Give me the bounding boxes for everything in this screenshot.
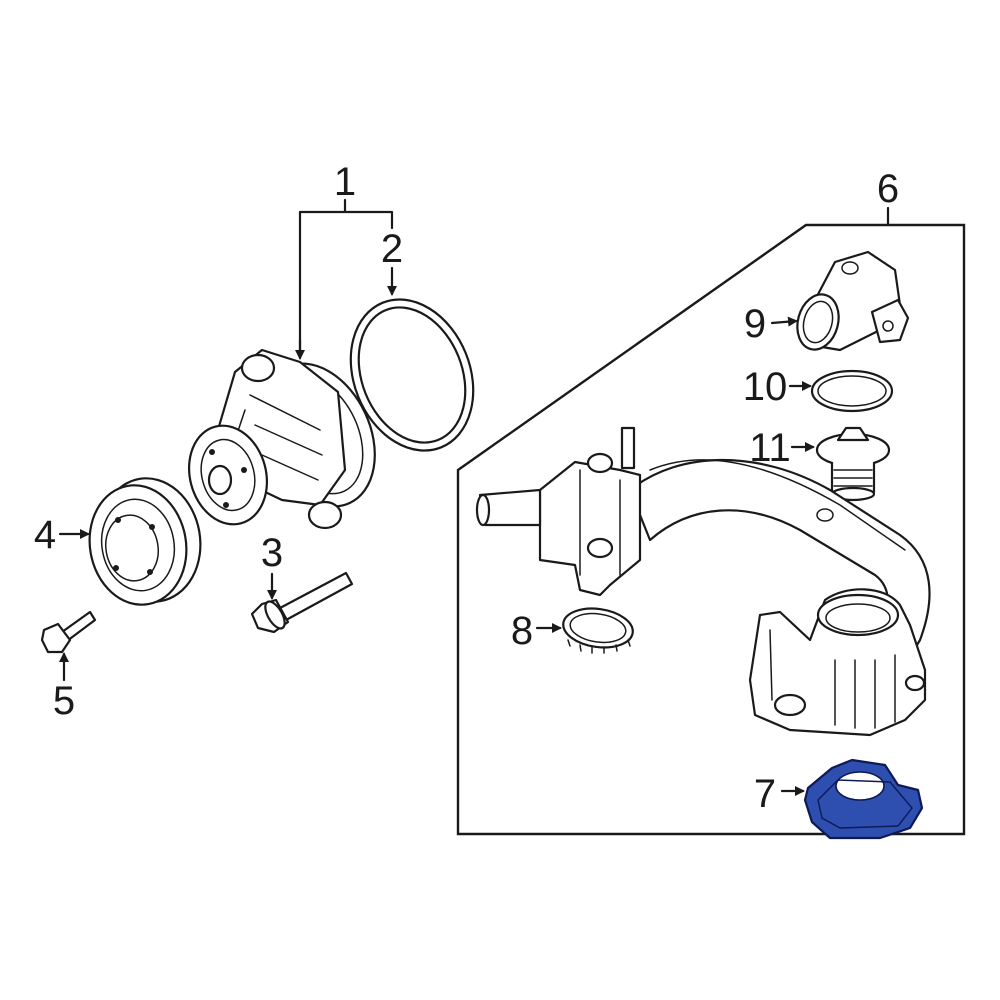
- callout-9[interactable]: 9: [744, 302, 798, 346]
- callout-6[interactable]: 6: [877, 167, 899, 227]
- pipe-seal-ring[interactable]: [561, 604, 636, 654]
- callout-5-label: 5: [53, 679, 75, 723]
- callout-4[interactable]: 4: [34, 513, 90, 557]
- callout-8-label: 8: [511, 609, 533, 653]
- thermostat-o-ring[interactable]: [810, 369, 894, 413]
- callout-7[interactable]: 7: [754, 772, 805, 816]
- water-pump-pulley[interactable]: [80, 470, 210, 612]
- callout-6-label: 6: [877, 167, 899, 211]
- callout-1-label: 1: [334, 160, 356, 204]
- short-bolt[interactable]: [40, 610, 97, 654]
- callout-7-label: 7: [754, 772, 776, 816]
- callout-2[interactable]: 2: [381, 227, 403, 296]
- callout-10-label: 10: [743, 365, 788, 409]
- coolant-pipe-assembly[interactable]: [475, 426, 931, 737]
- callout-4-label: 4: [34, 513, 56, 557]
- callout-3-label: 3: [261, 531, 283, 575]
- callout-8[interactable]: 8: [511, 609, 562, 653]
- water-pump-gasket[interactable]: [329, 281, 495, 469]
- callout-10[interactable]: 10: [743, 365, 812, 409]
- water-pump[interactable]: [178, 345, 396, 533]
- callout-1[interactable]: 1: [295, 160, 394, 360]
- housing-gasket-highlighted[interactable]: [803, 758, 924, 840]
- callout-9-label: 9: [744, 302, 766, 346]
- thermostat[interactable]: [815, 426, 891, 502]
- callout-3[interactable]: 3: [261, 531, 283, 600]
- assembly-frame: [456, 223, 966, 836]
- thermostat-housing[interactable]: [791, 250, 910, 354]
- callout-2-label: 2: [381, 227, 403, 271]
- callout-9-arrow: [770, 316, 798, 327]
- callout-1-bracket: [298, 198, 394, 357]
- callout-5[interactable]: 5: [53, 652, 75, 723]
- long-bolt[interactable]: [250, 571, 354, 634]
